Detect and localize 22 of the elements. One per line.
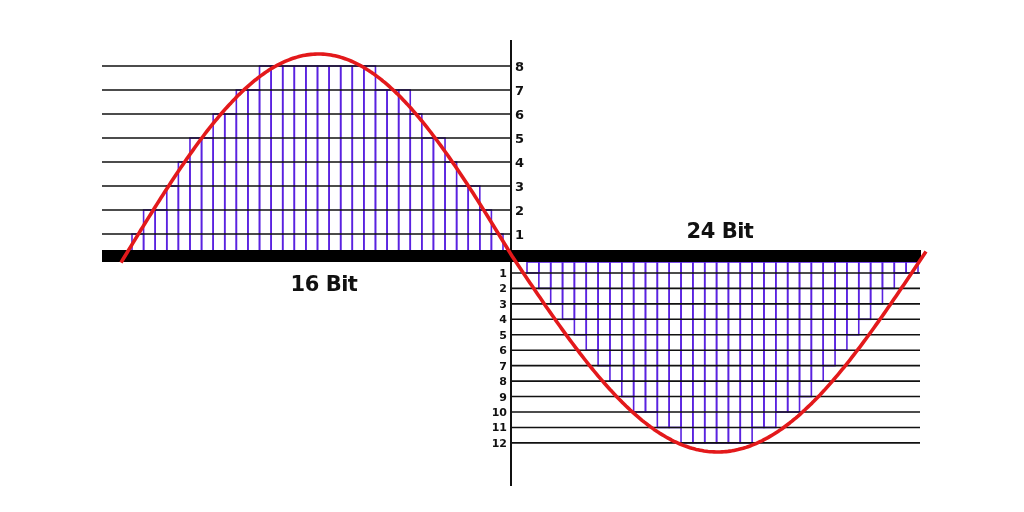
level-number: 5 [515,131,525,145]
level-number: 6 [499,344,507,356]
level-number: 1 [515,227,525,241]
level-number: 4 [499,313,507,325]
level-number: 12 [491,437,507,449]
level-number: 7 [515,83,525,97]
level-number: 5 [499,329,507,341]
level-number: 3 [515,179,525,193]
level-number: 10 [491,406,507,418]
level-number: 4 [515,155,525,169]
bit-depth-label: 24 Bit [686,220,754,242]
level-number: 2 [515,203,525,217]
level-number: 9 [499,391,507,403]
level-number: 2 [499,282,507,294]
level-number: 8 [515,59,525,73]
level-number: 1 [499,267,507,279]
level-number: 8 [499,375,507,387]
bit-depth-label: 16 Bit [290,273,358,295]
level-number: 11 [491,421,507,433]
level-number: 3 [499,298,507,310]
level-number: 6 [515,107,525,121]
level-number: 7 [499,360,507,372]
